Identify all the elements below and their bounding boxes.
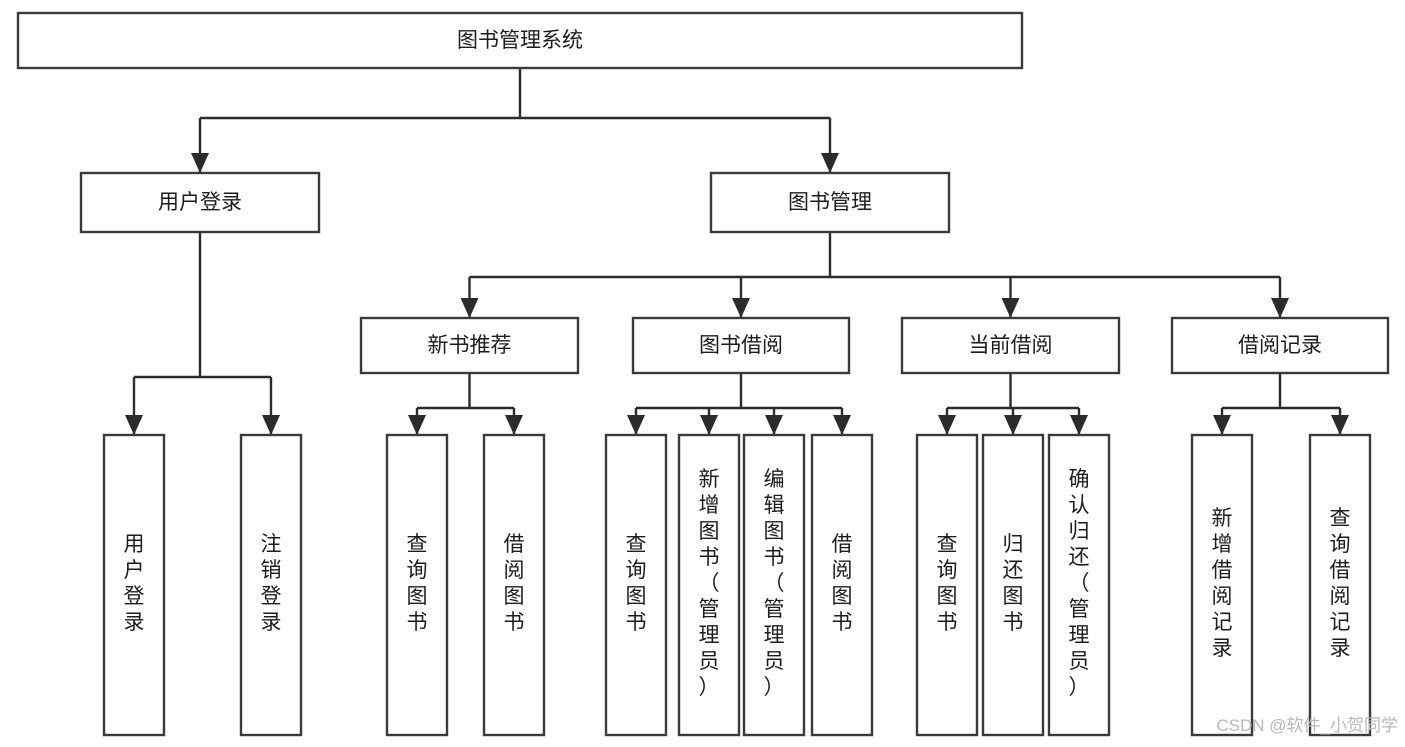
arrow-head-borrow-record <box>1271 298 1289 318</box>
node-label-leaf-add-borrow-record: 新增借阅记录 <box>1212 507 1233 660</box>
node-box-book-manage <box>709 171 951 234</box>
arrow-head-leaf-return-book <box>1004 415 1022 435</box>
node-label-leaf-confirm-return-admin: 确认归还（管理员） <box>1069 468 1090 699</box>
arrow-head-new-book-recommend <box>460 298 479 318</box>
arrow-head-current-borrow <box>1001 298 1020 318</box>
node-root[interactable]: 图书管理系统 <box>16 11 1024 70</box>
node-box-user-login <box>79 171 321 234</box>
arrow-head-leaf-user-login <box>125 415 143 435</box>
node-label-leaf-query-borrow-record: 查询借阅记录 <box>1330 507 1351 660</box>
arrow-head-leaf-add-borrow-record <box>1213 415 1231 435</box>
node-book-borrow[interactable]: 图书借阅 <box>631 316 851 375</box>
node-label-leaf-return-book: 归还图书 <box>1003 533 1024 634</box>
node-leaf-user-logout[interactable]: 注销登录 <box>239 433 303 737</box>
node-borrow-record[interactable]: 借阅记录 <box>1170 316 1390 375</box>
arrow-head-leaf-query-borrow-record <box>1331 415 1349 435</box>
node-label-leaf-user-login: 用户登录 <box>124 533 145 634</box>
node-label-new-book-recommend: 新书推荐 <box>428 334 512 357</box>
node-leaf-return-book[interactable]: 归还图书 <box>981 433 1045 737</box>
node-box-borrow-record <box>1170 316 1390 375</box>
node-box-leaf-borrow-book-1 <box>482 433 546 737</box>
arrow-head-user-login <box>191 153 209 173</box>
node-label-leaf-borrow-book-1: 借阅图书 <box>504 533 525 634</box>
node-box-leaf-confirm-return-admin <box>1047 433 1111 737</box>
node-leaf-query-book-1[interactable]: 查询图书 <box>385 433 449 737</box>
node-box-leaf-edit-book-admin <box>742 433 806 737</box>
node-leaf-query-book-2[interactable]: 查询图书 <box>604 433 668 737</box>
node-box-leaf-add-book-admin <box>677 433 741 737</box>
node-leaf-borrow-book-2[interactable]: 借阅图书 <box>810 433 874 737</box>
node-box-leaf-return-book <box>981 433 1045 737</box>
node-leaf-add-borrow-record[interactable]: 新增借阅记录 <box>1190 433 1254 737</box>
node-box-leaf-borrow-book-2 <box>810 433 874 737</box>
node-box-leaf-user-login <box>102 433 166 737</box>
arrow-head-book-manage <box>821 153 839 173</box>
node-leaf-add-book-admin[interactable]: 新增图书（管理员） <box>677 433 741 737</box>
node-leaf-query-book-3[interactable]: 查询图书 <box>915 433 979 737</box>
node-box-leaf-user-logout <box>239 433 303 737</box>
node-box-root <box>16 11 1024 70</box>
node-label-leaf-user-logout: 注销登录 <box>261 533 282 634</box>
arrow-head-book-borrow <box>732 298 750 318</box>
node-label-book-manage: 图书管理 <box>788 191 872 214</box>
node-label-book-borrow: 图书借阅 <box>699 334 783 357</box>
node-leaf-edit-book-admin[interactable]: 编辑图书（管理员） <box>742 433 806 737</box>
arrow-head-leaf-borrow-book-1 <box>505 415 523 435</box>
node-box-current-borrow <box>900 316 1121 375</box>
node-label-leaf-edit-book-admin: 编辑图书（管理员） <box>764 468 785 699</box>
node-layer: 图书管理系统用户登录图书管理新书推荐图书借阅当前借阅借阅记录用户登录注销登录查询… <box>16 11 1390 737</box>
arrow-head-leaf-add-book-admin <box>700 415 718 435</box>
node-new-book-recommend[interactable]: 新书推荐 <box>359 316 580 375</box>
node-label-leaf-query-book-3: 查询图书 <box>937 533 958 634</box>
arrow-head-leaf-query-book-1 <box>408 415 426 435</box>
connector-layer <box>125 68 1349 435</box>
node-book-manage[interactable]: 图书管理 <box>709 171 951 234</box>
arrow-head-leaf-confirm-return-admin <box>1070 415 1088 435</box>
node-box-book-borrow <box>631 316 851 375</box>
node-leaf-user-login[interactable]: 用户登录 <box>102 433 166 737</box>
arrow-head-leaf-query-book-2 <box>627 415 645 435</box>
node-current-borrow[interactable]: 当前借阅 <box>900 316 1121 375</box>
node-leaf-confirm-return-admin[interactable]: 确认归还（管理员） <box>1047 433 1111 737</box>
node-label-leaf-query-book-1: 查询图书 <box>407 533 428 634</box>
arrow-head-leaf-edit-book-admin <box>765 415 783 435</box>
node-label-leaf-borrow-book-2: 借阅图书 <box>832 533 853 634</box>
node-leaf-borrow-book-1[interactable]: 借阅图书 <box>482 433 546 737</box>
arrow-head-leaf-borrow-book-2 <box>833 415 851 435</box>
node-box-leaf-query-book-1 <box>385 433 449 737</box>
node-label-borrow-record: 借阅记录 <box>1238 334 1322 357</box>
node-label-user-login: 用户登录 <box>158 191 242 214</box>
node-box-new-book-recommend <box>359 316 580 375</box>
node-label-current-borrow: 当前借阅 <box>969 334 1053 357</box>
node-box-leaf-add-borrow-record <box>1190 433 1254 737</box>
node-leaf-query-borrow-record[interactable]: 查询借阅记录 <box>1308 433 1372 737</box>
node-label-leaf-query-book-2: 查询图书 <box>626 533 647 634</box>
node-label-root: 图书管理系统 <box>457 29 583 52</box>
node-user-login[interactable]: 用户登录 <box>79 171 321 234</box>
arrow-head-leaf-user-logout <box>262 415 280 435</box>
node-box-leaf-query-borrow-record <box>1308 433 1372 737</box>
arrow-head-leaf-query-book-3 <box>938 415 956 435</box>
node-label-leaf-add-book-admin: 新增图书（管理员） <box>699 468 720 699</box>
csdn-watermark: CSDN @软件_小贺同学 <box>1216 716 1398 735</box>
node-box-leaf-query-book-3 <box>915 433 979 737</box>
node-box-leaf-query-book-2 <box>604 433 668 737</box>
